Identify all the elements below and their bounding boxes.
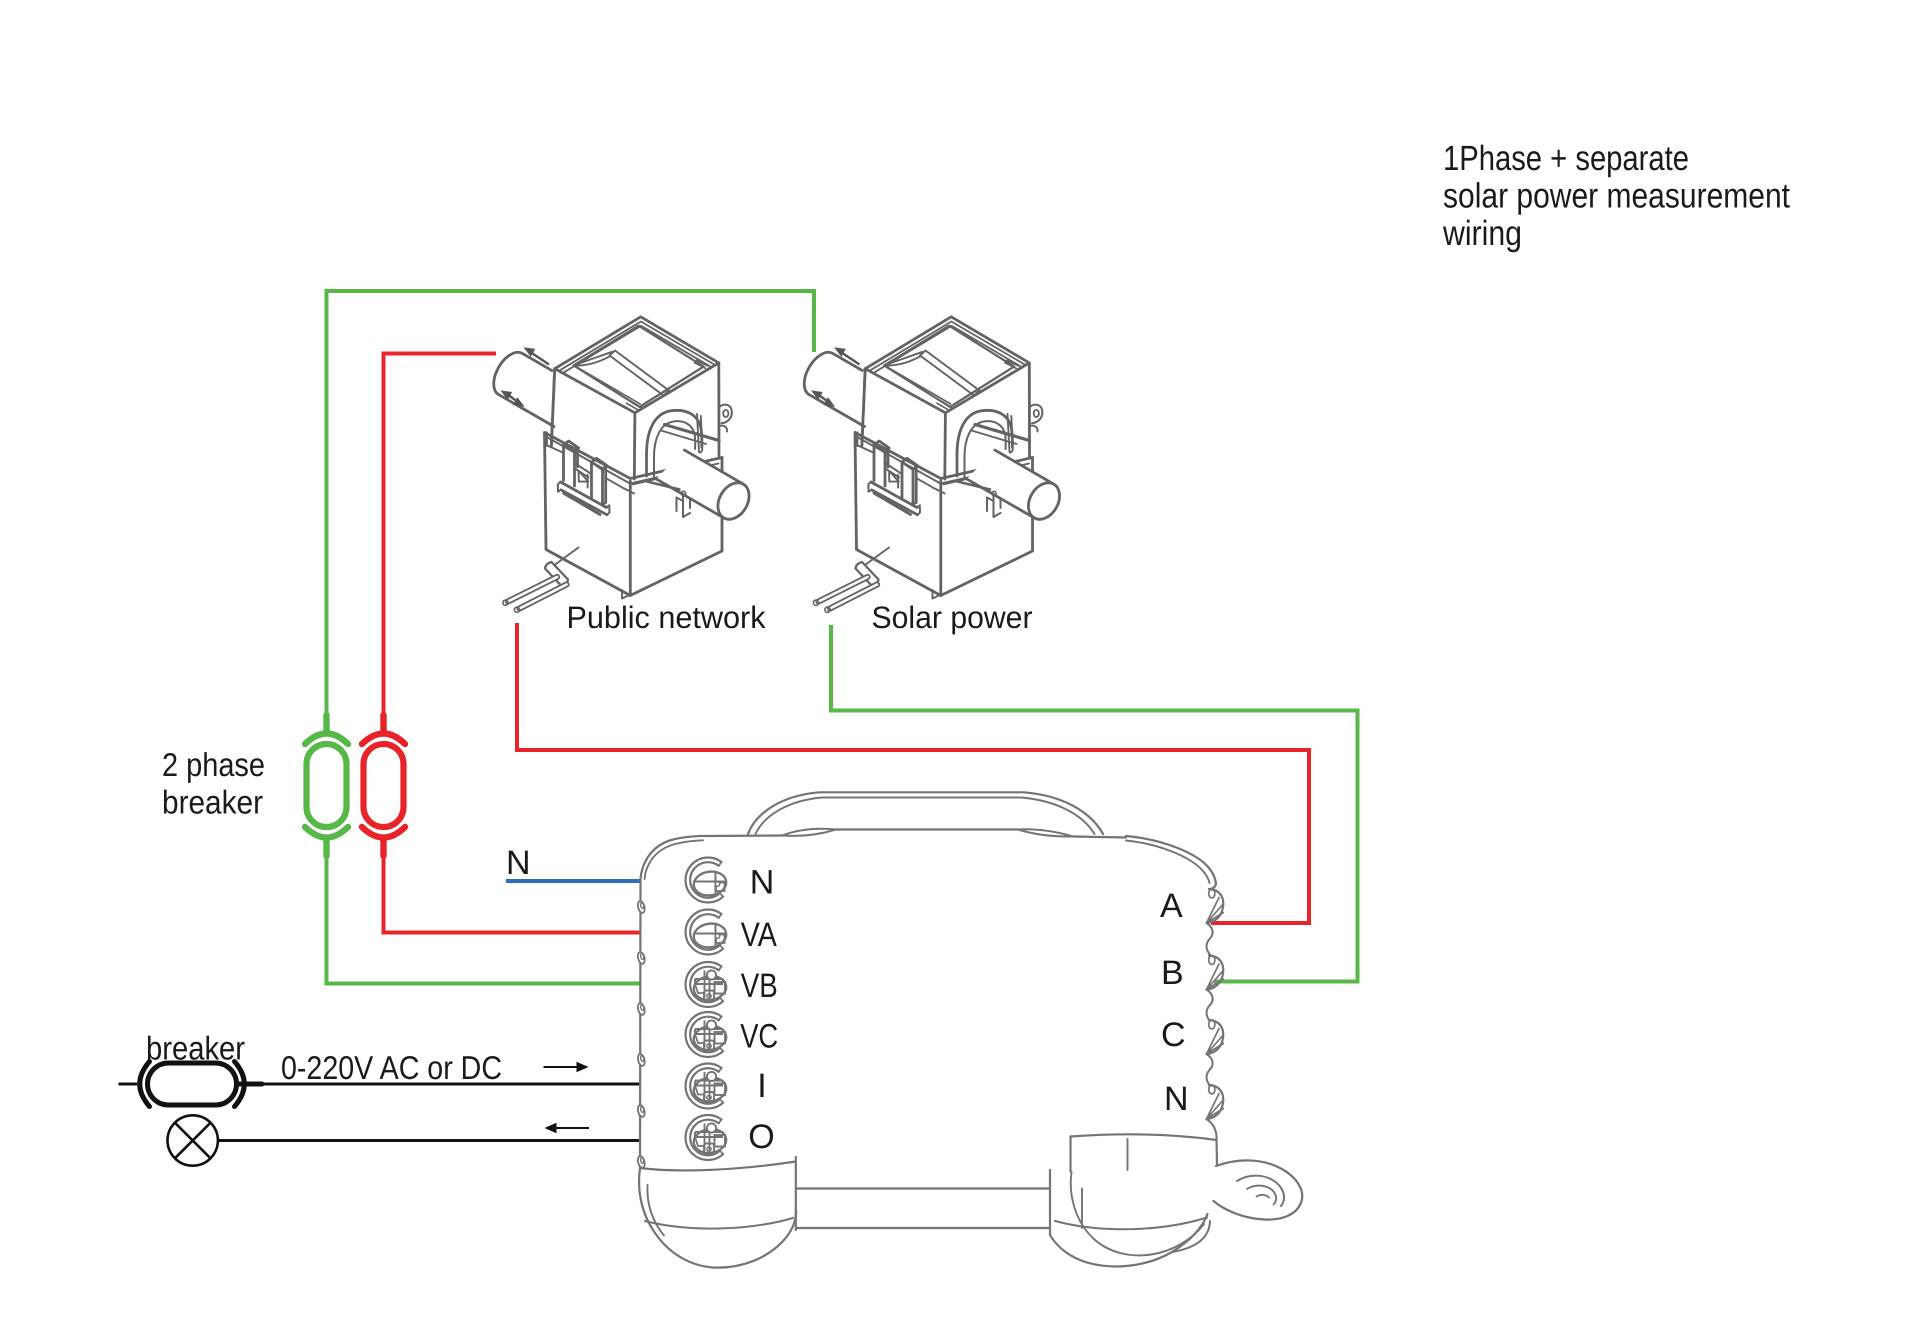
svg-text:C: C (1161, 1016, 1186, 1054)
svg-text:N: N (1164, 1080, 1189, 1118)
svg-text:O: O (748, 1118, 774, 1156)
svg-text:A: A (1160, 887, 1183, 925)
svg-text:1Phase + separate: 1Phase + separate (1443, 139, 1689, 178)
svg-text:breaker: breaker (146, 1030, 245, 1067)
svg-text:N: N (506, 844, 531, 882)
svg-text:Solar power: Solar power (872, 600, 1033, 635)
svg-text:VA: VA (741, 916, 777, 954)
svg-text:B: B (1161, 954, 1184, 992)
svg-text:2 phase: 2 phase (162, 746, 265, 783)
svg-text:Public network: Public network (567, 600, 766, 635)
svg-text:breaker: breaker (162, 784, 263, 821)
svg-text:VC: VC (740, 1018, 778, 1056)
svg-text:VB: VB (741, 967, 778, 1005)
svg-text:0-220V AC or DC: 0-220V AC or DC (281, 1049, 502, 1086)
svg-text:wiring: wiring (1442, 214, 1522, 253)
svg-text:solar power measurement: solar power measurement (1443, 177, 1790, 216)
svg-text:N: N (750, 863, 775, 901)
svg-text:I: I (757, 1067, 766, 1105)
